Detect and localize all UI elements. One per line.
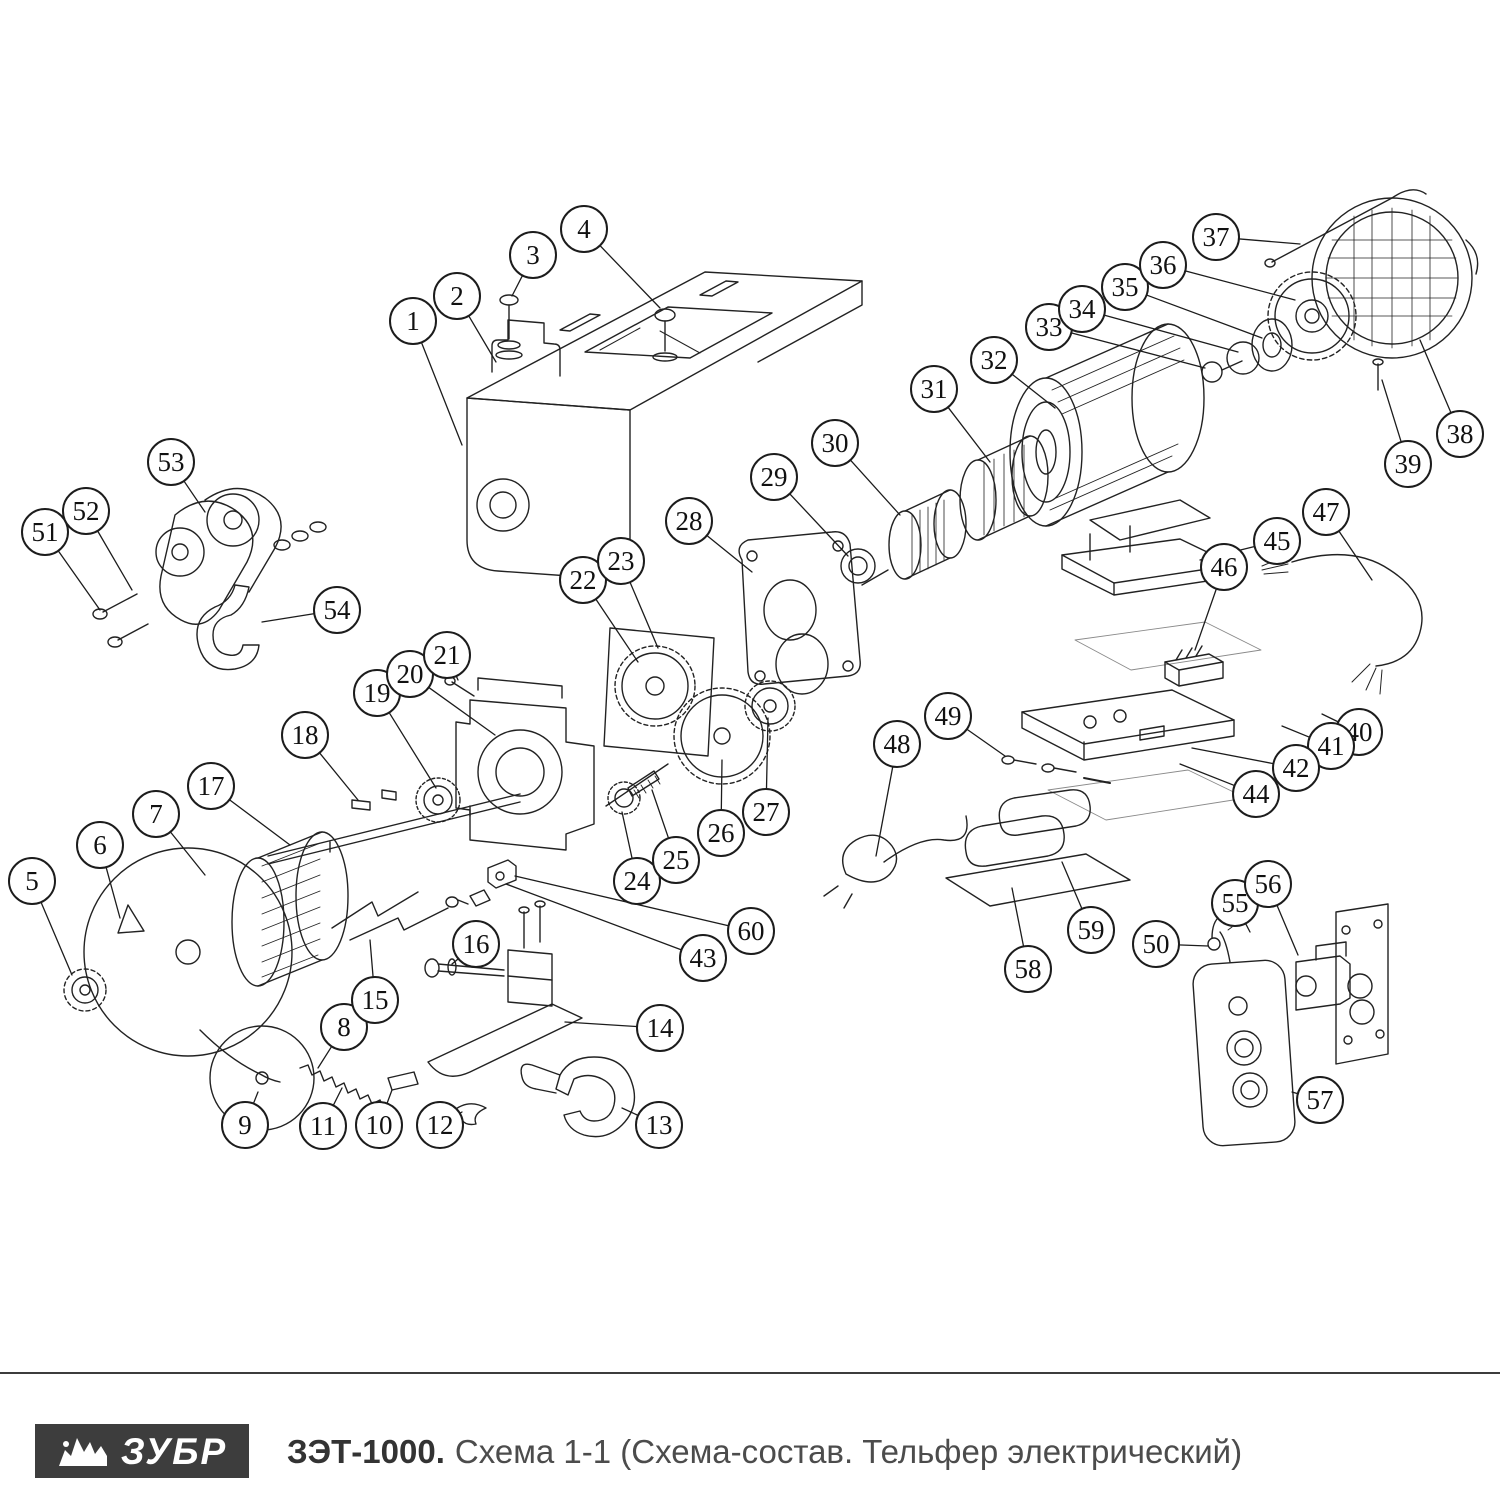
part-main-beam [466, 271, 863, 579]
brand-logo: ЗУБР [35, 1424, 249, 1478]
callout-43: 43 [679, 934, 727, 982]
callout-25: 25 [652, 836, 700, 884]
callout-58: 58 [1004, 945, 1052, 993]
part-control-cable [1261, 554, 1423, 695]
part-rotor [861, 435, 1049, 586]
callout-3: 3 [509, 231, 557, 279]
callout-42: 42 [1272, 744, 1320, 792]
part-gear-housing [415, 676, 595, 851]
callout-57: 57 [1296, 1076, 1344, 1124]
part-gearbox [738, 531, 876, 695]
callout-9: 9 [221, 1101, 269, 1149]
callout-45: 45 [1253, 517, 1301, 565]
callout-7: 7 [132, 790, 180, 838]
callout-27: 27 [742, 788, 790, 836]
callout-51: 51 [21, 508, 69, 556]
callout-12: 12 [416, 1101, 464, 1149]
callout-50: 50 [1132, 920, 1180, 968]
caption: ЗЭТ-1000.Схема 1-1 (Схема-состав. Тельфе… [287, 1433, 1242, 1471]
callout-4: 4 [560, 205, 608, 253]
footer-divider [0, 1372, 1500, 1374]
part-trolley-hook [92, 487, 327, 671]
callout-14: 14 [636, 1004, 684, 1052]
callout-47: 47 [1302, 488, 1350, 536]
callout-24: 24 [613, 857, 661, 905]
callout-23: 23 [597, 537, 645, 585]
callout-15: 15 [351, 976, 399, 1024]
part-clips [445, 859, 517, 908]
part-gear-cluster [603, 627, 796, 815]
callout-44: 44 [1232, 770, 1280, 818]
caption-model: ЗЭТ-1000. [287, 1433, 445, 1470]
callout-16: 16 [452, 920, 500, 968]
part-fan-cover [1264, 189, 1479, 391]
callout-32: 32 [970, 336, 1018, 384]
callout-54: 54 [313, 586, 361, 634]
part-pendant-control [1192, 903, 1389, 1147]
callout-37: 37 [1192, 213, 1240, 261]
callout-49: 49 [924, 692, 972, 740]
callout-5: 5 [8, 857, 56, 905]
callout-13: 13 [635, 1101, 683, 1149]
callout-31: 31 [910, 365, 958, 413]
callout-36: 36 [1139, 241, 1187, 289]
callout-17: 17 [187, 762, 235, 810]
callout-59: 59 [1067, 906, 1115, 954]
callout-11: 11 [299, 1102, 347, 1150]
callout-52: 52 [62, 487, 110, 535]
callout-1: 1 [389, 297, 437, 345]
callout-48: 48 [873, 720, 921, 768]
part-load-hook [520, 1056, 636, 1138]
callout-10: 10 [355, 1101, 403, 1149]
callout-53: 53 [147, 438, 195, 486]
callout-60: 60 [727, 907, 775, 955]
callout-21: 21 [423, 631, 471, 679]
callout-2: 2 [433, 272, 481, 320]
zubr-bison-icon [58, 1438, 107, 1466]
callout-26: 26 [697, 809, 745, 857]
part-cable-drum [63, 789, 521, 1083]
callout-56: 56 [1244, 860, 1292, 908]
caption-scheme: Схема 1-1 (Схема-состав. Тельфер электри… [454, 1433, 1243, 1470]
callout-29: 29 [750, 453, 798, 501]
callout-18: 18 [281, 711, 329, 759]
callout-30: 30 [811, 419, 859, 467]
part-bracket-screws [491, 294, 678, 377]
callout-38: 38 [1436, 410, 1484, 458]
callout-39: 39 [1384, 440, 1432, 488]
part-power-plug-capacitors [823, 789, 1131, 909]
brand-name: ЗУБР [120, 1430, 228, 1472]
callout-6: 6 [76, 821, 124, 869]
callout-28: 28 [665, 497, 713, 545]
callout-34: 34 [1058, 285, 1106, 333]
callout-20: 20 [386, 650, 434, 698]
part-lever-bracket [331, 891, 583, 1077]
callout-46: 46 [1200, 543, 1248, 591]
